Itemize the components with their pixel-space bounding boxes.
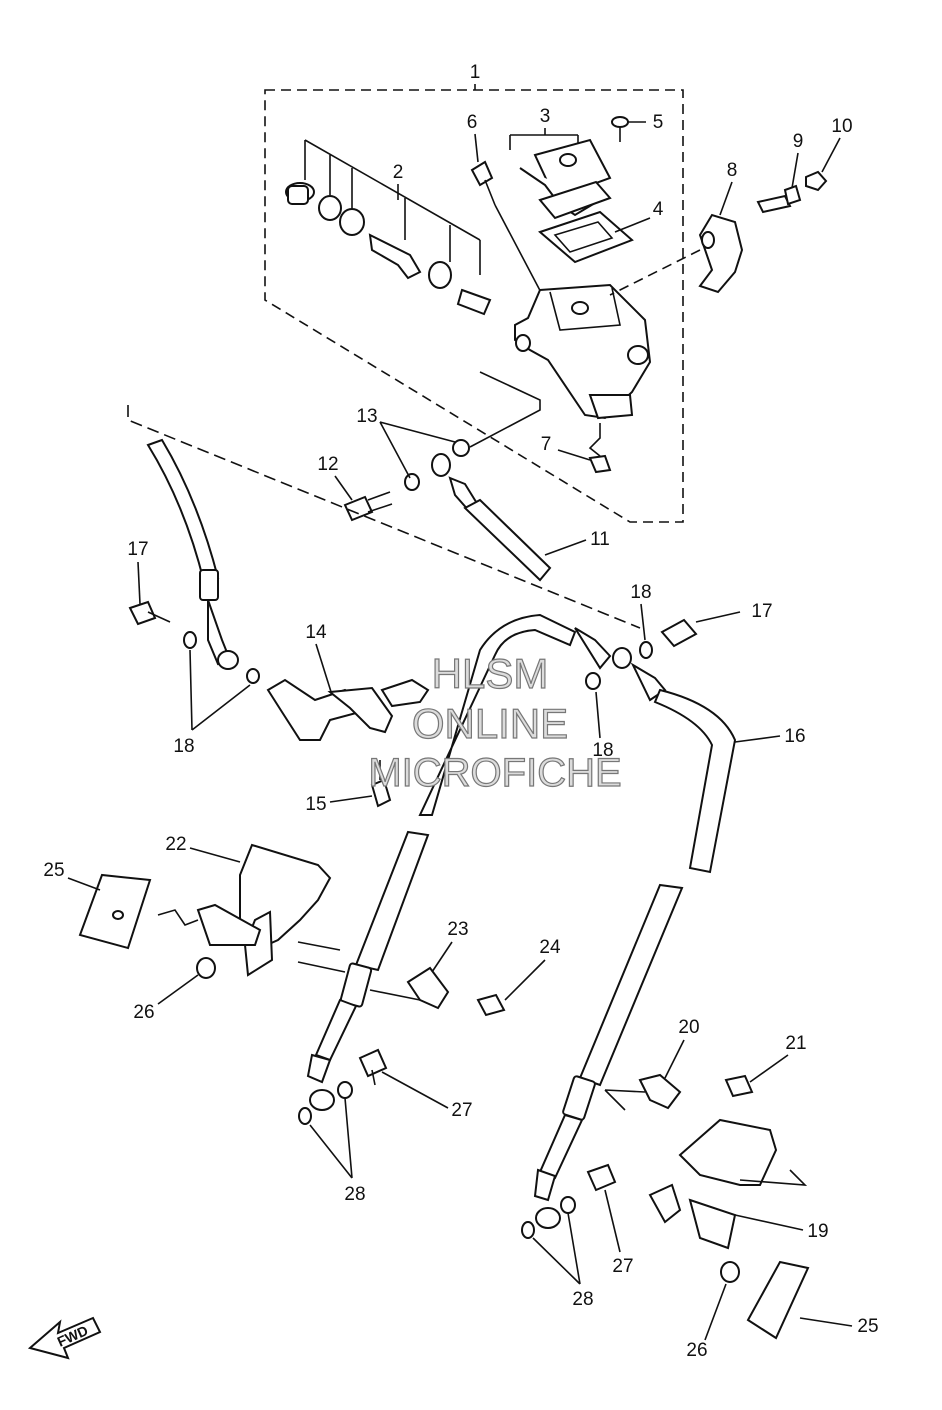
watermark-line1: HLSM <box>432 650 549 697</box>
assembly-boundary <box>264 89 684 523</box>
callout-15: 15 <box>305 794 326 815</box>
callout-8: 8 <box>727 160 738 181</box>
callout-17-left: 17 <box>127 539 148 560</box>
callout-3: 3 <box>540 106 551 127</box>
lower-right-hose <box>533 883 684 1229</box>
watermark-line3: MICROFICHE <box>368 751 621 795</box>
screw-part <box>611 116 629 142</box>
nut-26-left <box>196 957 216 979</box>
callout-28-right: 28 <box>572 1289 593 1310</box>
callout-25-left: 25 <box>43 860 64 881</box>
watermark: HLSM ONLINE MICROFICHE <box>368 649 623 795</box>
bolt-24 <box>476 993 506 1017</box>
callout-18-left: 18 <box>173 736 194 757</box>
lower-left-hose <box>306 830 430 1111</box>
callout-16: 16 <box>784 726 805 747</box>
callout-14: 14 <box>305 622 327 643</box>
cover-plate-25-right <box>746 1260 810 1340</box>
callout-13: 13 <box>356 406 377 427</box>
bolt-21 <box>724 1074 754 1098</box>
callout-18-top: 18 <box>630 582 651 603</box>
callout-22: 22 <box>165 834 186 855</box>
nut-26-right <box>720 1261 740 1283</box>
bolt-27-right <box>586 1163 617 1192</box>
callouts: 1 2 3 4 5 6 7 8 9 10 11 12 13 14 15 16 1 <box>43 62 878 1361</box>
handlebar-bracket-part <box>698 213 744 294</box>
callout-19: 19 <box>807 1221 828 1242</box>
hose-guide-19 <box>648 1118 778 1250</box>
diaphragm-part <box>538 210 634 264</box>
long-hose-16 <box>418 613 737 874</box>
callout-20: 20 <box>678 1017 699 1038</box>
upper-hose-left <box>146 438 239 670</box>
callout-7: 7 <box>541 434 552 455</box>
callout-1: 1 <box>470 62 481 83</box>
callout-11: 11 <box>590 529 610 550</box>
callout-2: 2 <box>393 162 404 183</box>
callout-5: 5 <box>653 112 664 133</box>
callout-24: 24 <box>539 937 561 958</box>
forward-arrow-icon: FWD <box>27 1316 102 1360</box>
bolt-17-left <box>128 600 157 626</box>
watermark-line2: ONLINE <box>412 700 568 747</box>
callout-18-mid: 18 <box>592 740 613 761</box>
callout-9: 9 <box>793 131 804 152</box>
brake-hose-part <box>404 439 552 582</box>
nut-part <box>805 170 828 192</box>
callout-17-right: 17 <box>751 601 772 622</box>
callout-6: 6 <box>467 112 478 133</box>
master-cylinder-body <box>514 283 652 420</box>
piston-kit-part <box>285 139 492 316</box>
callout-28-left: 28 <box>344 1184 365 1205</box>
bolt-17-right <box>660 618 698 648</box>
hose-clamp-20 <box>638 1073 682 1110</box>
callout-4: 4 <box>653 199 664 220</box>
callout-12: 12 <box>317 454 338 475</box>
brake-joint-part <box>266 678 430 741</box>
bolt-15-part <box>370 778 392 808</box>
callout-23: 23 <box>447 919 468 940</box>
pivot-bolt-part <box>588 454 612 474</box>
callout-10: 10 <box>831 116 852 137</box>
callout-27-left: 27 <box>451 1100 472 1121</box>
callout-27-right: 27 <box>612 1256 633 1277</box>
callout-21: 21 <box>785 1033 806 1054</box>
hose-clamp-23 <box>406 966 450 1010</box>
bolt-27-left <box>358 1048 388 1078</box>
bolt-part <box>756 184 802 214</box>
callout-26-left: 26 <box>133 1002 154 1023</box>
reservoir-cap-part <box>509 134 612 220</box>
union-bolt-part <box>343 495 374 522</box>
callout-26-right: 26 <box>686 1340 707 1361</box>
callout-25-right: 25 <box>857 1316 878 1337</box>
hose-guide-22 <box>196 843 332 977</box>
